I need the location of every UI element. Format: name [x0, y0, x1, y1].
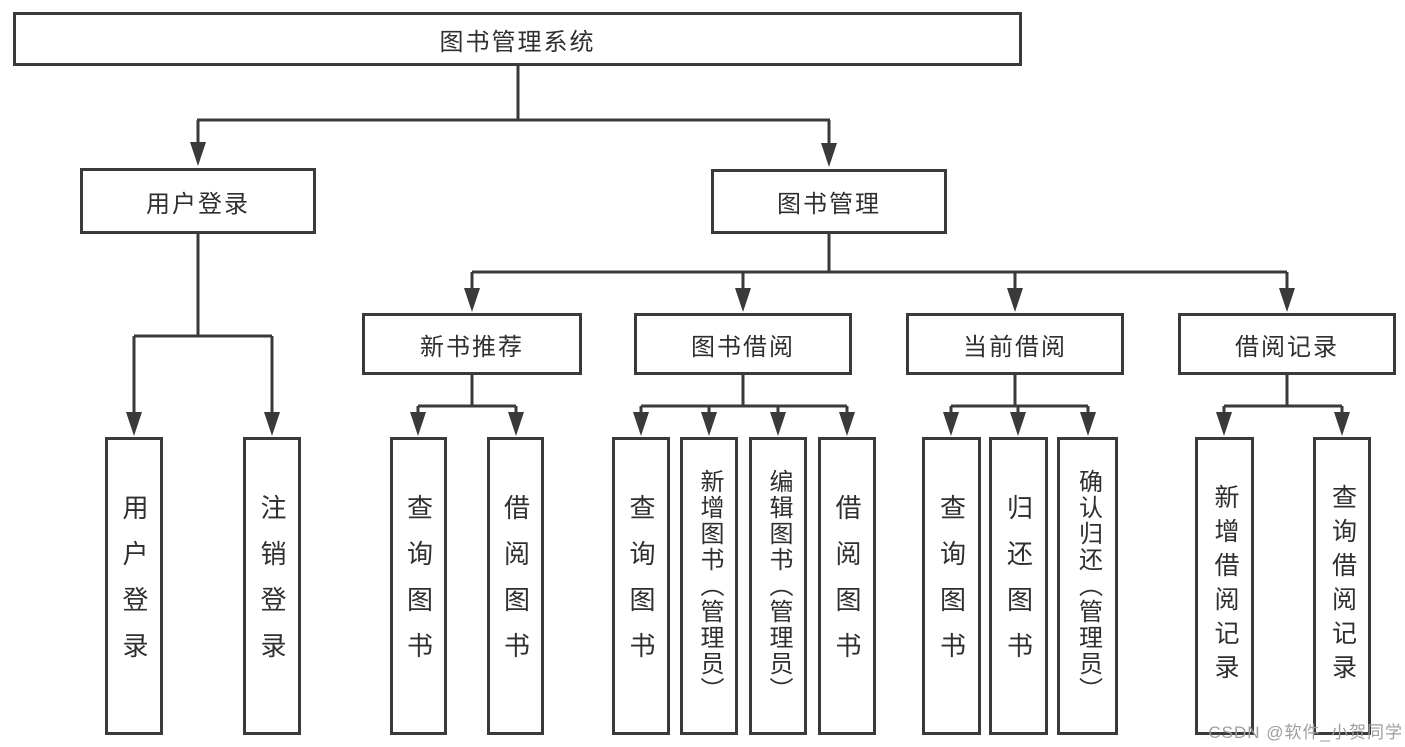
leaf-label: 新增图书（管理员）	[696, 469, 723, 703]
leaf-label: 新增借阅记录	[1211, 484, 1239, 688]
node-label: 用户登录	[146, 190, 250, 218]
node-label: 图书管理	[777, 191, 881, 218]
leaf-current-query-books: 查询图书	[922, 437, 981, 735]
arrowheads	[126, 142, 1350, 436]
leaf-label: 借阅图书	[500, 494, 531, 678]
node-label: 新书推荐	[420, 333, 524, 361]
node-label: 图书借阅	[691, 333, 795, 361]
node-book-borrowing: 图书借阅	[634, 313, 852, 375]
leaf-newbook-borrow-books: 借阅图书	[487, 437, 544, 735]
node-new-book-recommendation: 新书推荐	[362, 313, 582, 375]
leaf-borrow-borrow-books: 借阅图书	[818, 437, 876, 735]
leaf-label: 确认归还（管理员）	[1074, 469, 1102, 703]
node-book-management-module: 图书管理	[711, 169, 947, 234]
node-current-borrowing: 当前借阅	[906, 313, 1124, 375]
leaf-label: 查询图书	[403, 494, 434, 678]
node-user-login-module: 用户登录	[80, 168, 316, 234]
leaf-newbook-query-books: 查询图书	[390, 437, 447, 735]
node-label: 借阅记录	[1235, 333, 1339, 361]
node-borrowing-records: 借阅记录	[1178, 313, 1396, 375]
leaf-borrow-query-books: 查询图书	[612, 437, 670, 735]
node-label: 图书管理系统	[439, 28, 596, 56]
leaf-label: 查询图书	[936, 494, 967, 678]
leaf-label: 查询借阅记录	[1328, 484, 1357, 688]
node-label: 当前借阅	[963, 333, 1067, 361]
leaf-record-add-borrow-record: 新增借阅记录	[1195, 437, 1254, 735]
leaf-label: 查询图书	[626, 494, 656, 678]
tree-edges	[132, 66, 1344, 416]
leaf-label: 借阅图书	[832, 494, 862, 678]
leaf-current-confirm-return-admin: 确认归还（管理员）	[1057, 437, 1118, 735]
leaf-record-query-borrow-record: 查询借阅记录	[1313, 437, 1371, 735]
leaf-label: 用户登录	[119, 494, 149, 678]
csdn-watermark: CSDN @软件_小贺同学	[1208, 723, 1403, 742]
leaf-current-return-books: 归还图书	[989, 437, 1048, 735]
leaf-logout: 注销登录	[243, 437, 301, 735]
leaf-borrow-add-books-admin: 新增图书（管理员）	[680, 437, 738, 735]
leaf-label: 归还图书	[1003, 494, 1034, 678]
leaf-borrow-edit-books-admin: 编辑图书（管理员）	[749, 437, 807, 735]
leaf-user-login: 用户登录	[105, 437, 163, 735]
node-root-system: 图书管理系统	[13, 12, 1022, 66]
leaf-label: 注销登录	[257, 494, 287, 678]
leaf-label: 编辑图书（管理员）	[765, 469, 792, 703]
